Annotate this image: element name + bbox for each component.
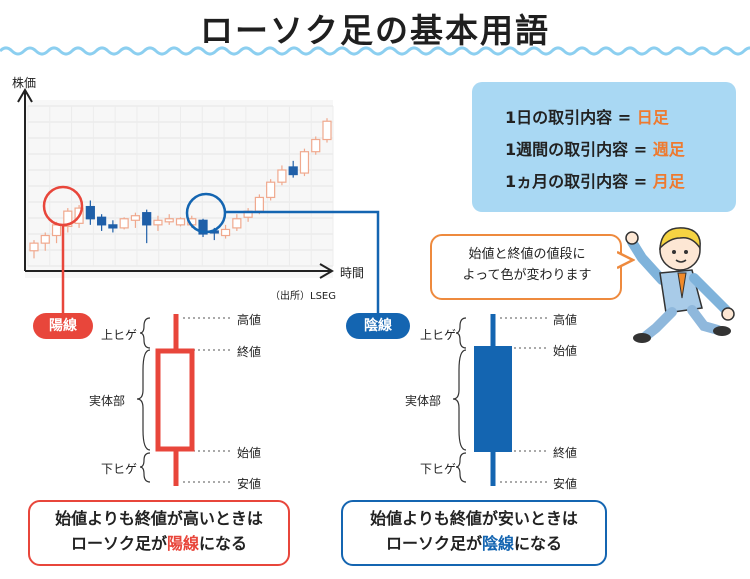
info-daily: 1日の取引内容 = 日足 xyxy=(505,108,669,127)
candle-down xyxy=(288,166,298,176)
candle-up xyxy=(119,218,129,229)
yin-upper-shadow-label: 上ヒゲ xyxy=(420,328,457,342)
candle-up xyxy=(130,215,141,221)
candle-up xyxy=(175,218,186,226)
yin-badge: 陰線 xyxy=(346,313,410,339)
y-axis-label: 株価 xyxy=(12,76,37,90)
candle-down xyxy=(142,212,152,226)
yang-candle-body xyxy=(155,348,195,452)
x-axis-arrow xyxy=(319,263,334,279)
candle-up xyxy=(277,169,287,183)
chart-grid xyxy=(27,105,334,267)
candle-up xyxy=(29,242,39,252)
yang-badge: 陽線 xyxy=(33,313,93,339)
businessman-illustration xyxy=(625,227,735,343)
yang-body-label: 実体部 xyxy=(89,394,126,408)
yang-open-label: 始値 xyxy=(237,446,262,460)
yang-candle-diagram xyxy=(136,314,232,486)
candle-up xyxy=(266,181,276,199)
yin-candle-body xyxy=(474,346,512,452)
y-axis-arrow xyxy=(17,88,33,103)
yin-high-label: 高値 xyxy=(553,313,578,327)
chart-plot-area xyxy=(25,100,333,278)
yang-highlight-circle xyxy=(42,185,84,227)
yang-upper-shadow-label: 上ヒゲ xyxy=(101,328,138,342)
speech-bubble-text: 始値と終値の値段に よって色が変わります xyxy=(462,247,592,283)
candlestick-chart xyxy=(17,88,334,279)
candle-up xyxy=(311,138,321,153)
yin-close-label: 終値 xyxy=(553,446,578,460)
yin-body-label: 実体部 xyxy=(405,394,442,408)
yin-caption: 始値よりも終値が安いときは ローソク足が陰線になる xyxy=(370,509,578,553)
speech-bubble-tail xyxy=(617,250,635,270)
page-title: ローソク足の基本用語 xyxy=(200,11,550,50)
yang-caption: 始値よりも終値が高いときは ローソク足が陽線になる xyxy=(55,509,263,553)
candle-up xyxy=(220,228,231,237)
info-weekly: 1週間の取引内容 = 週足 xyxy=(505,140,685,159)
speech-bubble xyxy=(430,234,622,300)
yang-low-label: 安値 xyxy=(237,477,262,491)
yang-close-label: 終値 xyxy=(237,345,262,359)
candle-up xyxy=(153,219,163,226)
candle-up xyxy=(63,210,73,227)
wave-divider xyxy=(0,46,750,56)
candle-up xyxy=(299,151,310,174)
yin-connector xyxy=(225,210,380,313)
candle-down xyxy=(97,216,107,226)
yin-candle-diagram xyxy=(452,314,548,486)
yang-caption-box xyxy=(28,500,290,566)
candle-down xyxy=(108,224,118,229)
candle-down xyxy=(85,205,95,220)
candle-up xyxy=(164,218,174,223)
candle-down xyxy=(198,219,208,235)
x-axis-label: 時間 xyxy=(340,266,365,280)
yin-open-label: 始値 xyxy=(553,344,578,358)
info-monthly: 1ヵ月の取引内容 = 月足 xyxy=(505,172,685,191)
yin-lower-shadow-label: 下ヒゲ xyxy=(420,462,457,476)
connector-lines xyxy=(61,210,380,313)
chart-source: （出所）LSEG xyxy=(270,291,336,302)
yin-low-label: 安値 xyxy=(553,477,578,491)
info-box xyxy=(472,82,736,212)
yin-caption-box xyxy=(341,500,607,566)
yang-high-label: 高値 xyxy=(237,313,262,327)
candle-up xyxy=(232,218,242,229)
candle-up xyxy=(40,234,50,244)
candle-up xyxy=(322,120,332,141)
yang-lower-shadow-label: 下ヒゲ xyxy=(101,462,138,476)
